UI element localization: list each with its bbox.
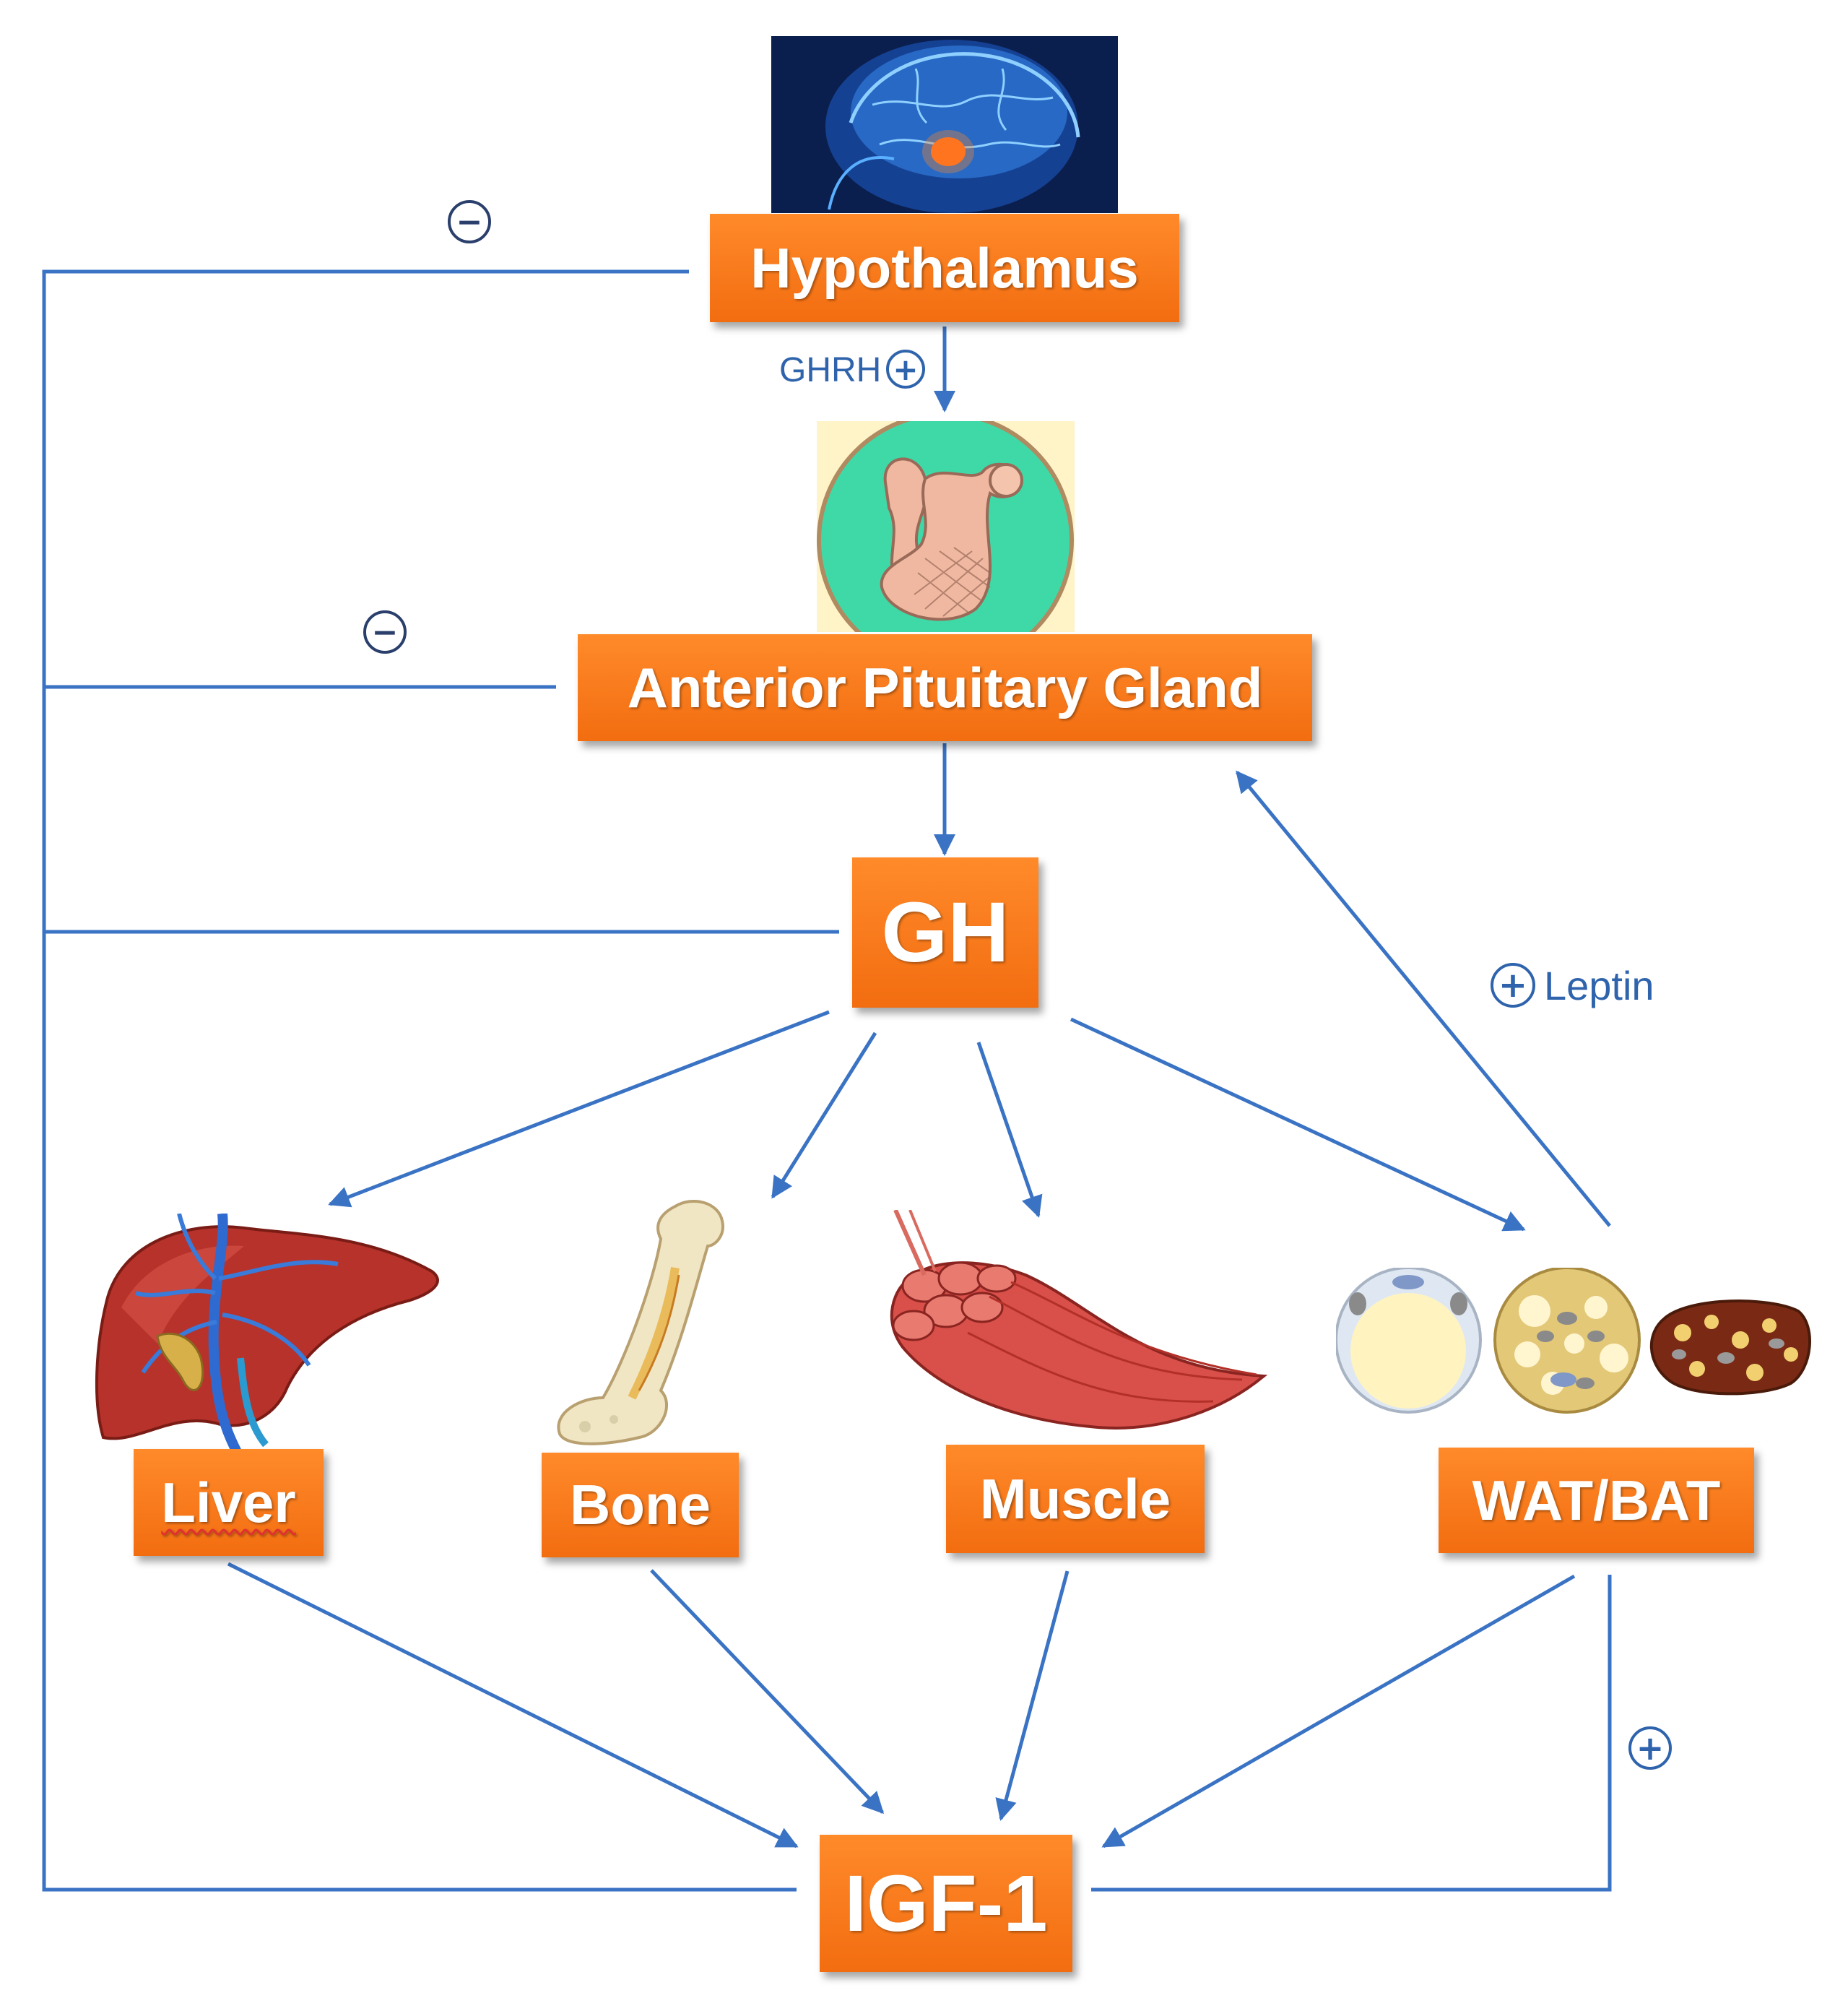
hypothalamus-box: Hypothalamus bbox=[710, 214, 1179, 322]
arrow-gh-to-bone bbox=[771, 1032, 877, 1199]
feedback-line-hypothalamus bbox=[42, 269, 797, 1892]
hypothalamus-inhibition-sign: − bbox=[448, 200, 491, 243]
arrow-gh-to-wat-bat bbox=[1070, 1017, 1526, 1232]
wat-bat-box: WAT/BAT bbox=[1439, 1448, 1754, 1553]
arrow-bone-to-igf1 bbox=[650, 1569, 885, 1815]
pituitary-gland-icon bbox=[817, 421, 1075, 632]
arrow-leptin-to-pituitary bbox=[1236, 770, 1611, 1227]
arrow-gh-to-muscle bbox=[976, 1042, 1043, 1218]
arrow-liver-to-igf1 bbox=[227, 1562, 799, 1848]
muscle-icon bbox=[890, 1210, 1268, 1430]
liver-icon bbox=[95, 1214, 439, 1452]
leptin-label: Leptin bbox=[1544, 963, 1654, 1008]
igf1-box: IGF-1 bbox=[820, 1835, 1072, 1972]
feedback-line-wat-bat bbox=[1091, 1575, 1612, 1892]
brain-icon bbox=[771, 36, 1118, 213]
muscle-box: Muscle bbox=[946, 1445, 1205, 1553]
bone-icon bbox=[557, 1199, 724, 1445]
adipocyte-icons bbox=[1336, 1268, 1811, 1414]
pituitary-inhibition-sign: − bbox=[363, 610, 407, 654]
liver-box: Liver bbox=[134, 1449, 324, 1556]
ghrh-plus-sign: + bbox=[886, 350, 925, 389]
arrow-gh-to-liver bbox=[328, 1010, 830, 1208]
leptin-plus-sign: + bbox=[1491, 963, 1535, 1008]
anterior-pituitary-box: Anterior Pituitary Gland bbox=[578, 634, 1312, 741]
ghrh-label: GHRH bbox=[779, 351, 882, 389]
arrow-wat-bat-to-igf1 bbox=[1101, 1574, 1576, 1848]
gh-box: GH bbox=[852, 857, 1038, 1008]
wat-bat-stimulation-sign: + bbox=[1628, 1726, 1672, 1770]
arrow-muscle-to-igf1 bbox=[995, 1570, 1070, 1821]
liver-label: Liver bbox=[161, 1470, 296, 1534]
bone-box: Bone bbox=[542, 1453, 739, 1557]
